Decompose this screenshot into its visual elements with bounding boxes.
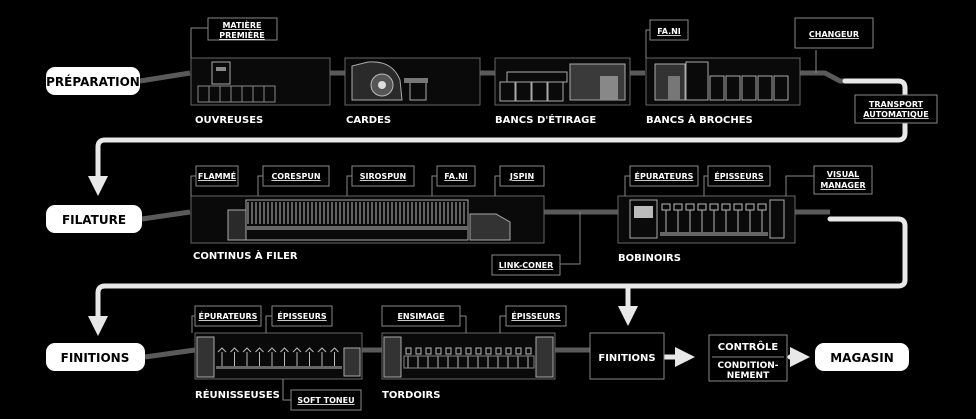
- assembly-head: [292, 347, 302, 353]
- svg-text:CONTRÔLE: CONTRÔLE: [718, 340, 779, 353]
- svg-text:BANCS À BROCHES: BANCS À BROCHES: [646, 113, 753, 126]
- svg-text:FA.NI: FA.NI: [657, 27, 681, 36]
- svg-text:BOBINOIRS: BOBINOIRS: [618, 253, 681, 264]
- svg-text:CONTINUS À FILER: CONTINUS À FILER: [193, 249, 298, 262]
- svg-text:ÉPURATEURS: ÉPURATEURS: [635, 170, 694, 181]
- machine-continus: CONTINUS À FILER: [190, 195, 545, 262]
- svg-text:VISUAL: VISUAL: [827, 170, 859, 179]
- twisting-spindle: [485, 347, 492, 355]
- machine-cardes: CARDES: [344, 57, 481, 126]
- svg-text:AUTOMATIQUE: AUTOMATIQUE: [863, 110, 928, 119]
- assembly-head: [217, 347, 227, 353]
- twisting-spindle: [515, 347, 522, 355]
- tag-visual-manager: VISUAL MANAGER: [785, 165, 873, 196]
- twisting-spindle: [445, 347, 452, 355]
- svg-text:CHANGEUR: CHANGEUR: [809, 30, 859, 39]
- twisting-spindle: [415, 347, 422, 355]
- svg-text:TRANSPORT: TRANSPORT: [869, 100, 924, 109]
- tag-soft-toneu: SOFT TONEU: [282, 379, 362, 411]
- machine-bancs-etirage: BANCS D'ÉTIRAGE: [494, 57, 631, 126]
- twisting-spindle: [405, 347, 412, 355]
- tag-fani-2: FA.NI: [431, 165, 476, 196]
- svg-text:LINK-CONER: LINK-CONER: [499, 261, 554, 270]
- machine-ouvreuses: OUVREUSES: [190, 57, 331, 126]
- svg-text:MAGASIN: MAGASIN: [830, 351, 894, 365]
- twisting-spindle: [465, 347, 472, 355]
- svg-text:PREMIÈRE: PREMIÈRE: [219, 29, 265, 40]
- svg-text:OUVREUSES: OUVREUSES: [195, 115, 263, 126]
- stage-filature: FILATURE: [46, 205, 142, 233]
- tag-fani-1: FA.NI: [645, 19, 689, 58]
- tag-matiere-premiere: MATIÈRE PREMIÈRE: [190, 17, 278, 58]
- tag-episseurs-2: ÉPISSEURS: [265, 305, 333, 333]
- tag-sirospun: SIROSPUN: [346, 165, 415, 196]
- svg-text:SIROSPUN: SIROSPUN: [360, 172, 407, 181]
- stage-preparation: PRÉPARATION: [46, 67, 140, 95]
- assembly-head: [255, 347, 264, 353]
- tag-link-coner: LINK-CONER: [491, 212, 581, 276]
- tag-corespun: CORESPUN: [257, 165, 330, 196]
- assembly-head: [305, 347, 314, 353]
- svg-text:JSPIN: JSPIN: [509, 172, 534, 181]
- svg-text:SOFT TONEU: SOFT TONEU: [297, 396, 354, 405]
- svg-text:BANCS D'ÉTIRAGE: BANCS D'ÉTIRAGE: [495, 113, 596, 126]
- svg-text:NEMENT: NEMENT: [727, 371, 770, 381]
- svg-text:TORDOIRS: TORDOIRS: [382, 390, 440, 401]
- assembly-head: [242, 347, 252, 353]
- svg-text:CARDES: CARDES: [346, 115, 391, 126]
- box-controle-conditionnement: CONTRÔLE CONDITION- NEMENT: [708, 334, 788, 382]
- machine-tordoirs: TORDOIRS: [381, 332, 556, 401]
- tag-transport-automatique: TRANSPORT AUTOMATIQUE: [854, 94, 938, 124]
- machine-reunisseuses: RÉUNISSEUSES: [194, 332, 363, 401]
- svg-text:CORESPUN: CORESPUN: [271, 172, 320, 181]
- assembly-head: [267, 347, 277, 353]
- flow-lines: [139, 70, 900, 360]
- tag-episseurs-1: ÉPISSEURS: [703, 165, 771, 196]
- svg-text:ENSIMAGE: ENSIMAGE: [397, 312, 444, 321]
- svg-text:MANAGER: MANAGER: [820, 181, 865, 190]
- assembly-head: [330, 347, 339, 353]
- svg-text:RÉUNISSEUSES: RÉUNISSEUSES: [195, 388, 280, 401]
- assembly-head: [317, 347, 327, 353]
- tag-changeur: CHANGEUR: [794, 17, 874, 73]
- svg-text:PRÉPARATION: PRÉPARATION: [46, 74, 140, 89]
- tag-jspin: JSPIN: [494, 165, 545, 196]
- assembly-head: [230, 347, 239, 353]
- svg-text:FLAMMÉ: FLAMMÉ: [198, 170, 236, 181]
- twisting-spindle: [425, 347, 432, 355]
- svg-text:FA.NI: FA.NI: [444, 172, 468, 181]
- svg-text:ÉPISSEURS: ÉPISSEURS: [714, 170, 764, 181]
- svg-text:MATIÈRE: MATIÈRE: [222, 19, 261, 30]
- twisting-spindle: [495, 347, 502, 355]
- svg-text:ÉPURATEURS: ÉPURATEURS: [199, 310, 258, 321]
- svg-text:CONDITION-: CONDITION-: [717, 361, 778, 371]
- svg-text:FINITIONS: FINITIONS: [61, 351, 130, 365]
- assembly-head: [280, 347, 289, 353]
- stage-magasin: MAGASIN: [815, 343, 909, 371]
- twisting-spindle: [505, 347, 512, 355]
- tag-epurateurs-2: ÉPURATEURS: [191, 305, 262, 333]
- svg-text:ÉPISSEURS: ÉPISSEURS: [277, 310, 327, 321]
- box-finitions: FINITIONS: [589, 332, 665, 380]
- routing-lines: [88, 78, 908, 367]
- tag-flamme: FLAMMÉ: [190, 165, 239, 196]
- svg-text:FILATURE: FILATURE: [62, 213, 126, 227]
- machine-bancs-broches: BANCS À BROCHES: [645, 57, 801, 126]
- tag-ensimage: ENSIMAGE: [381, 305, 467, 333]
- svg-text:ÉPISSEURS: ÉPISSEURS: [511, 310, 561, 321]
- tag-epurateurs-1: ÉPURATEURS: [624, 165, 699, 196]
- twisting-spindle: [475, 347, 482, 355]
- twisting-spindle: [435, 347, 442, 355]
- twisting-spindle: [455, 347, 462, 355]
- svg-text:FINITIONS: FINITIONS: [598, 353, 655, 364]
- machine-bobinoirs: BOBINOIRS: [617, 195, 796, 264]
- stage-finitions: FINITIONS: [46, 343, 145, 371]
- twisting-spindle: [525, 347, 532, 355]
- tag-episseurs-3: ÉPISSEURS: [499, 305, 567, 333]
